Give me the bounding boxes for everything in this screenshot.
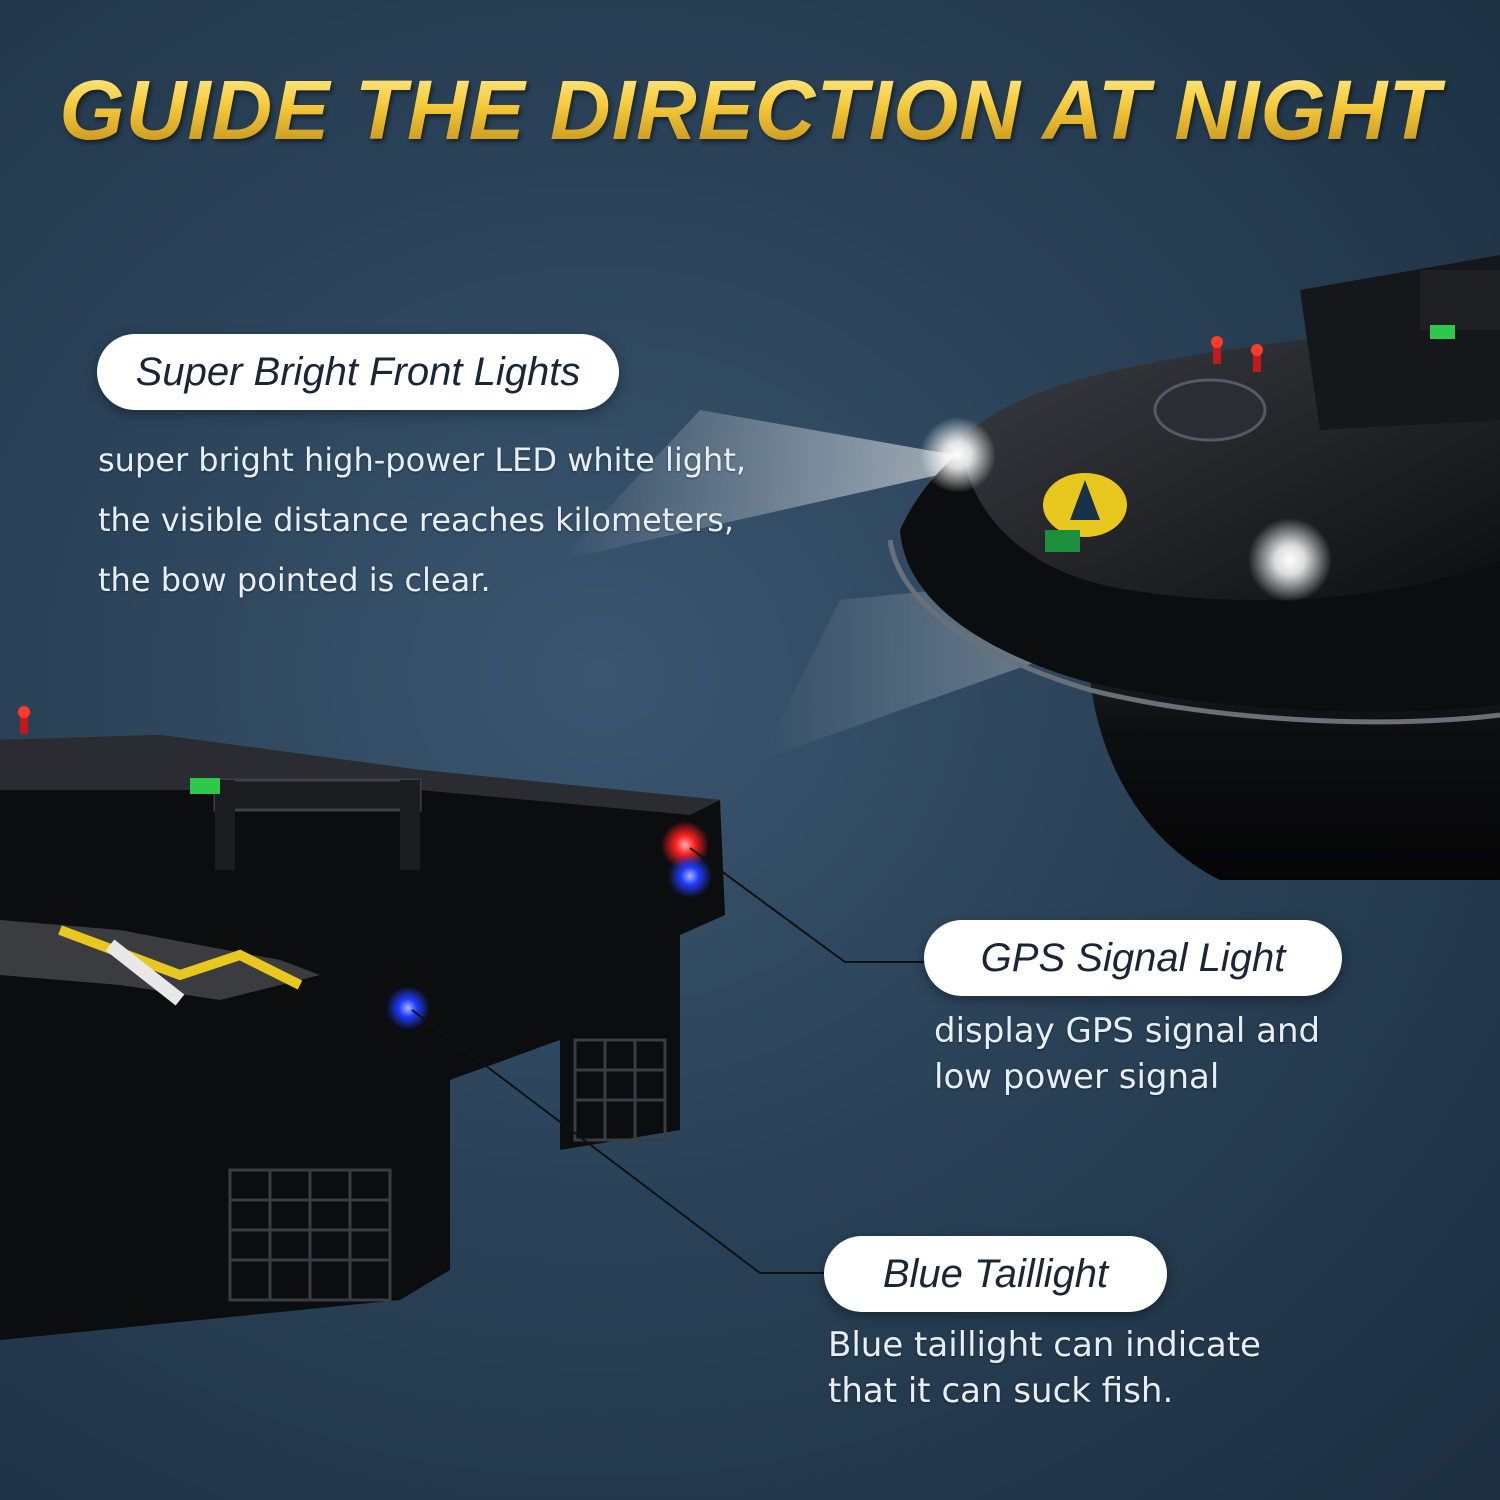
front-lights-line: the bow pointed is clear. [98, 561, 491, 599]
gps-light-title-text: GPS Signal Light [980, 935, 1286, 980]
page-headline: GUIDE THE DIRECTION AT NIGHT [0, 62, 1500, 159]
front-lights-title: Super Bright Front Lights [97, 334, 619, 410]
front-lights-title-text: Super Bright Front Lights [135, 349, 581, 394]
blue-taillight-title: Blue Taillight [824, 1236, 1167, 1312]
blue-taillight-title-text: Blue Taillight [882, 1251, 1109, 1296]
gps-light-line: display GPS signal and [934, 1011, 1321, 1051]
front-lights-line: the visible distance reaches kilometers, [98, 501, 735, 539]
front-lights-description: super bright high-power LED white light,… [98, 430, 798, 610]
blue-taillight-line: that it can suck fish. [828, 1371, 1174, 1411]
rear-boat [0, 706, 725, 1340]
blue-taillight-description: Blue taillight can indicate that it can … [828, 1322, 1348, 1414]
gps-light-description: display GPS signal and low power signal [934, 1008, 1414, 1100]
blue-taillight-line: Blue taillight can indicate [828, 1325, 1261, 1365]
callout-lines [411, 847, 925, 1274]
front-boat [887, 255, 1500, 880]
gps-light-line: low power signal [934, 1057, 1220, 1097]
front-lights-line: super bright high-power LED white light, [98, 441, 747, 479]
gps-light-title: GPS Signal Light [924, 920, 1342, 996]
